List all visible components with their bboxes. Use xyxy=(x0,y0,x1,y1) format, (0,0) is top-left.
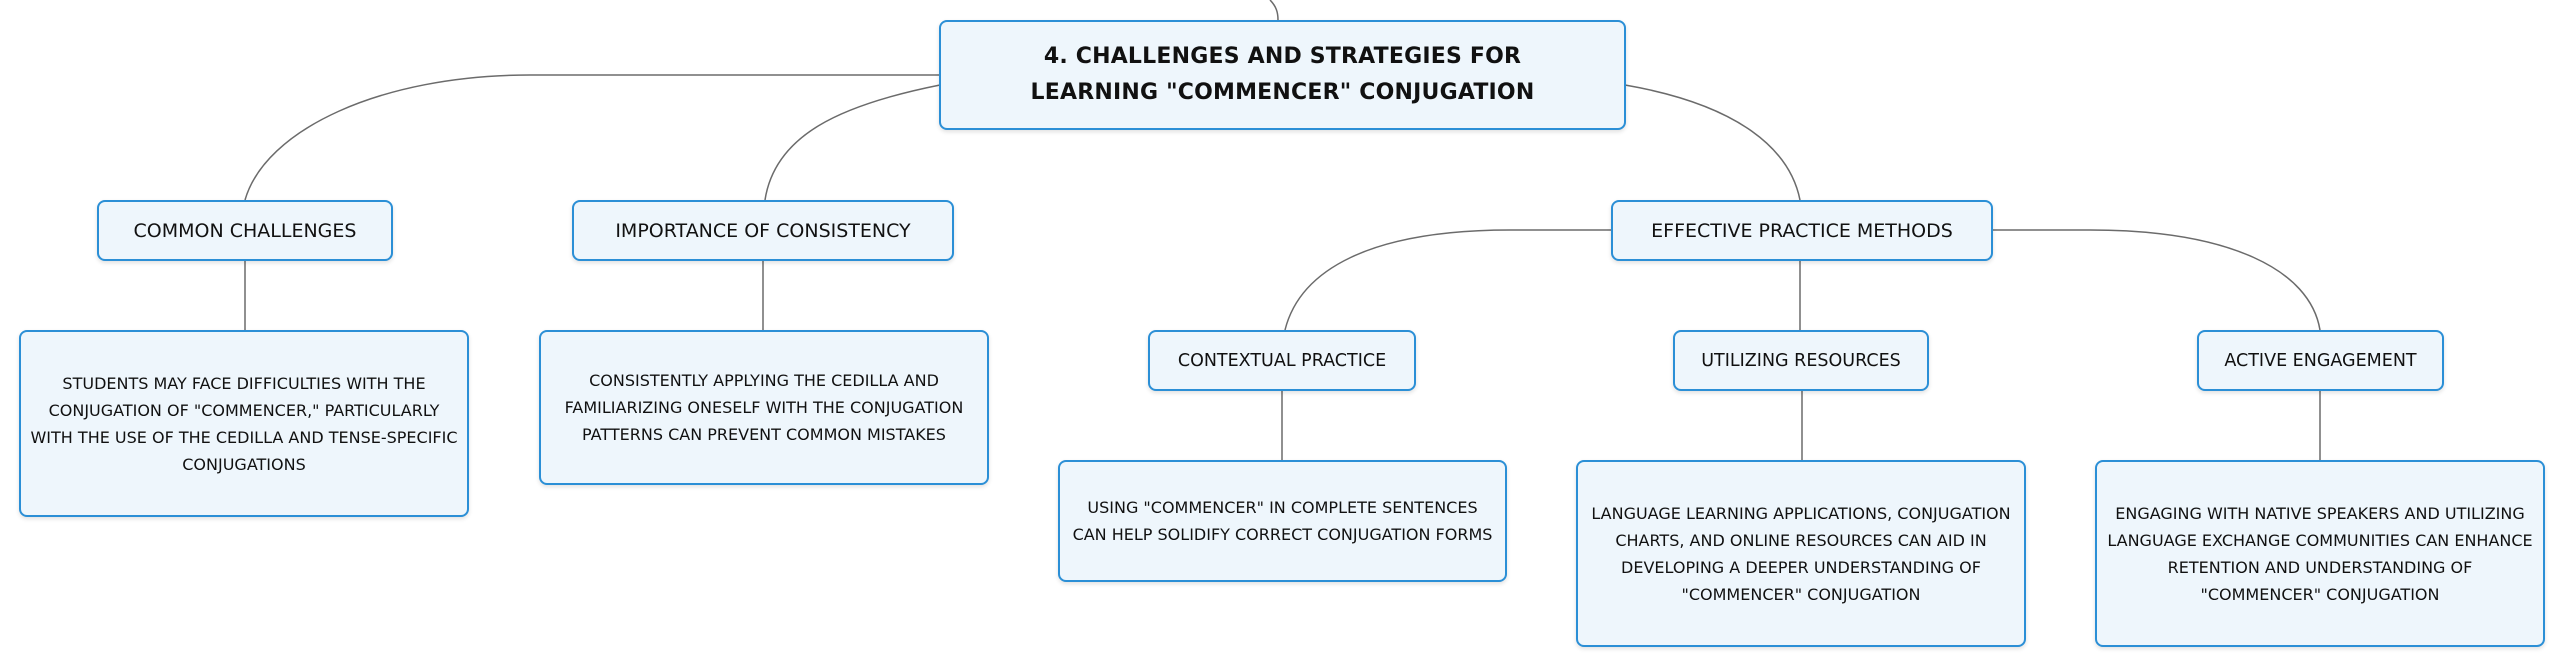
topic-label: EFFECTIVE PRACTICE METHODS xyxy=(1651,219,1953,242)
connector-practice-to-contextual xyxy=(1284,229,1612,331)
connector-root-to-practice xyxy=(1624,84,1801,201)
topic-label: COMMON CHALLENGES xyxy=(133,219,357,242)
detail-importance-of-consistency[interactable]: CONSISTENTLY APPLYING THE CEDILLA AND FA… xyxy=(539,330,989,485)
connector-parent-to-root xyxy=(1269,0,1279,21)
detail-active-engagement[interactable]: ENGAGING WITH NATIVE SPEAKERS AND UTILIZ… xyxy=(2095,460,2545,647)
subtopic-label: UTILIZING RESOURCES xyxy=(1701,350,1901,371)
detail-text: STUDENTS MAY FACE DIFFICULTIES WITH THE … xyxy=(30,373,458,474)
subtopic-active-engagement[interactable]: ACTIVE ENGAGEMENT xyxy=(2197,330,2444,391)
connector-root-to-challenges xyxy=(244,74,940,201)
topic-importance-of-consistency[interactable]: IMPORTANCE OF CONSISTENCY xyxy=(572,200,954,261)
topic-label: IMPORTANCE OF CONSISTENCY xyxy=(615,219,911,242)
subtopic-contextual-practice[interactable]: CONTEXTUAL PRACTICE xyxy=(1148,330,1416,391)
subtopic-label: CONTEXTUAL PRACTICE xyxy=(1177,350,1387,371)
detail-utilizing-resources[interactable]: LANGUAGE LEARNING APPLICATIONS, CONJUGAT… xyxy=(1576,460,2026,647)
detail-text: USING "COMMENCER" IN COMPLETE SENTENCES … xyxy=(1072,498,1493,544)
topic-effective-practice-methods[interactable]: EFFECTIVE PRACTICE METHODS xyxy=(1611,200,1993,261)
detail-text: ENGAGING WITH NATIVE SPEAKERS AND UTILIZ… xyxy=(2107,503,2533,604)
root-topic-title: 4. CHALLENGES AND STRATEGIES FOR LEARNIN… xyxy=(1030,44,1535,105)
detail-text: LANGUAGE LEARNING APPLICATIONS, CONJUGAT… xyxy=(1591,503,2011,604)
subtopic-utilizing-resources[interactable]: UTILIZING RESOURCES xyxy=(1673,330,1929,391)
connector-practice-to-engagement xyxy=(1992,229,2321,331)
detail-common-challenges[interactable]: STUDENTS MAY FACE DIFFICULTIES WITH THE … xyxy=(19,330,469,517)
connector-root-to-consistency xyxy=(764,84,941,201)
topic-common-challenges[interactable]: COMMON CHALLENGES xyxy=(97,200,393,261)
subtopic-label: ACTIVE ENGAGEMENT xyxy=(2224,350,2417,371)
detail-contextual-practice[interactable]: USING "COMMENCER" IN COMPLETE SENTENCES … xyxy=(1058,460,1507,582)
root-topic-node[interactable]: 4. CHALLENGES AND STRATEGIES FOR LEARNIN… xyxy=(939,20,1626,130)
detail-text: CONSISTENTLY APPLYING THE CEDILLA AND FA… xyxy=(564,371,964,444)
